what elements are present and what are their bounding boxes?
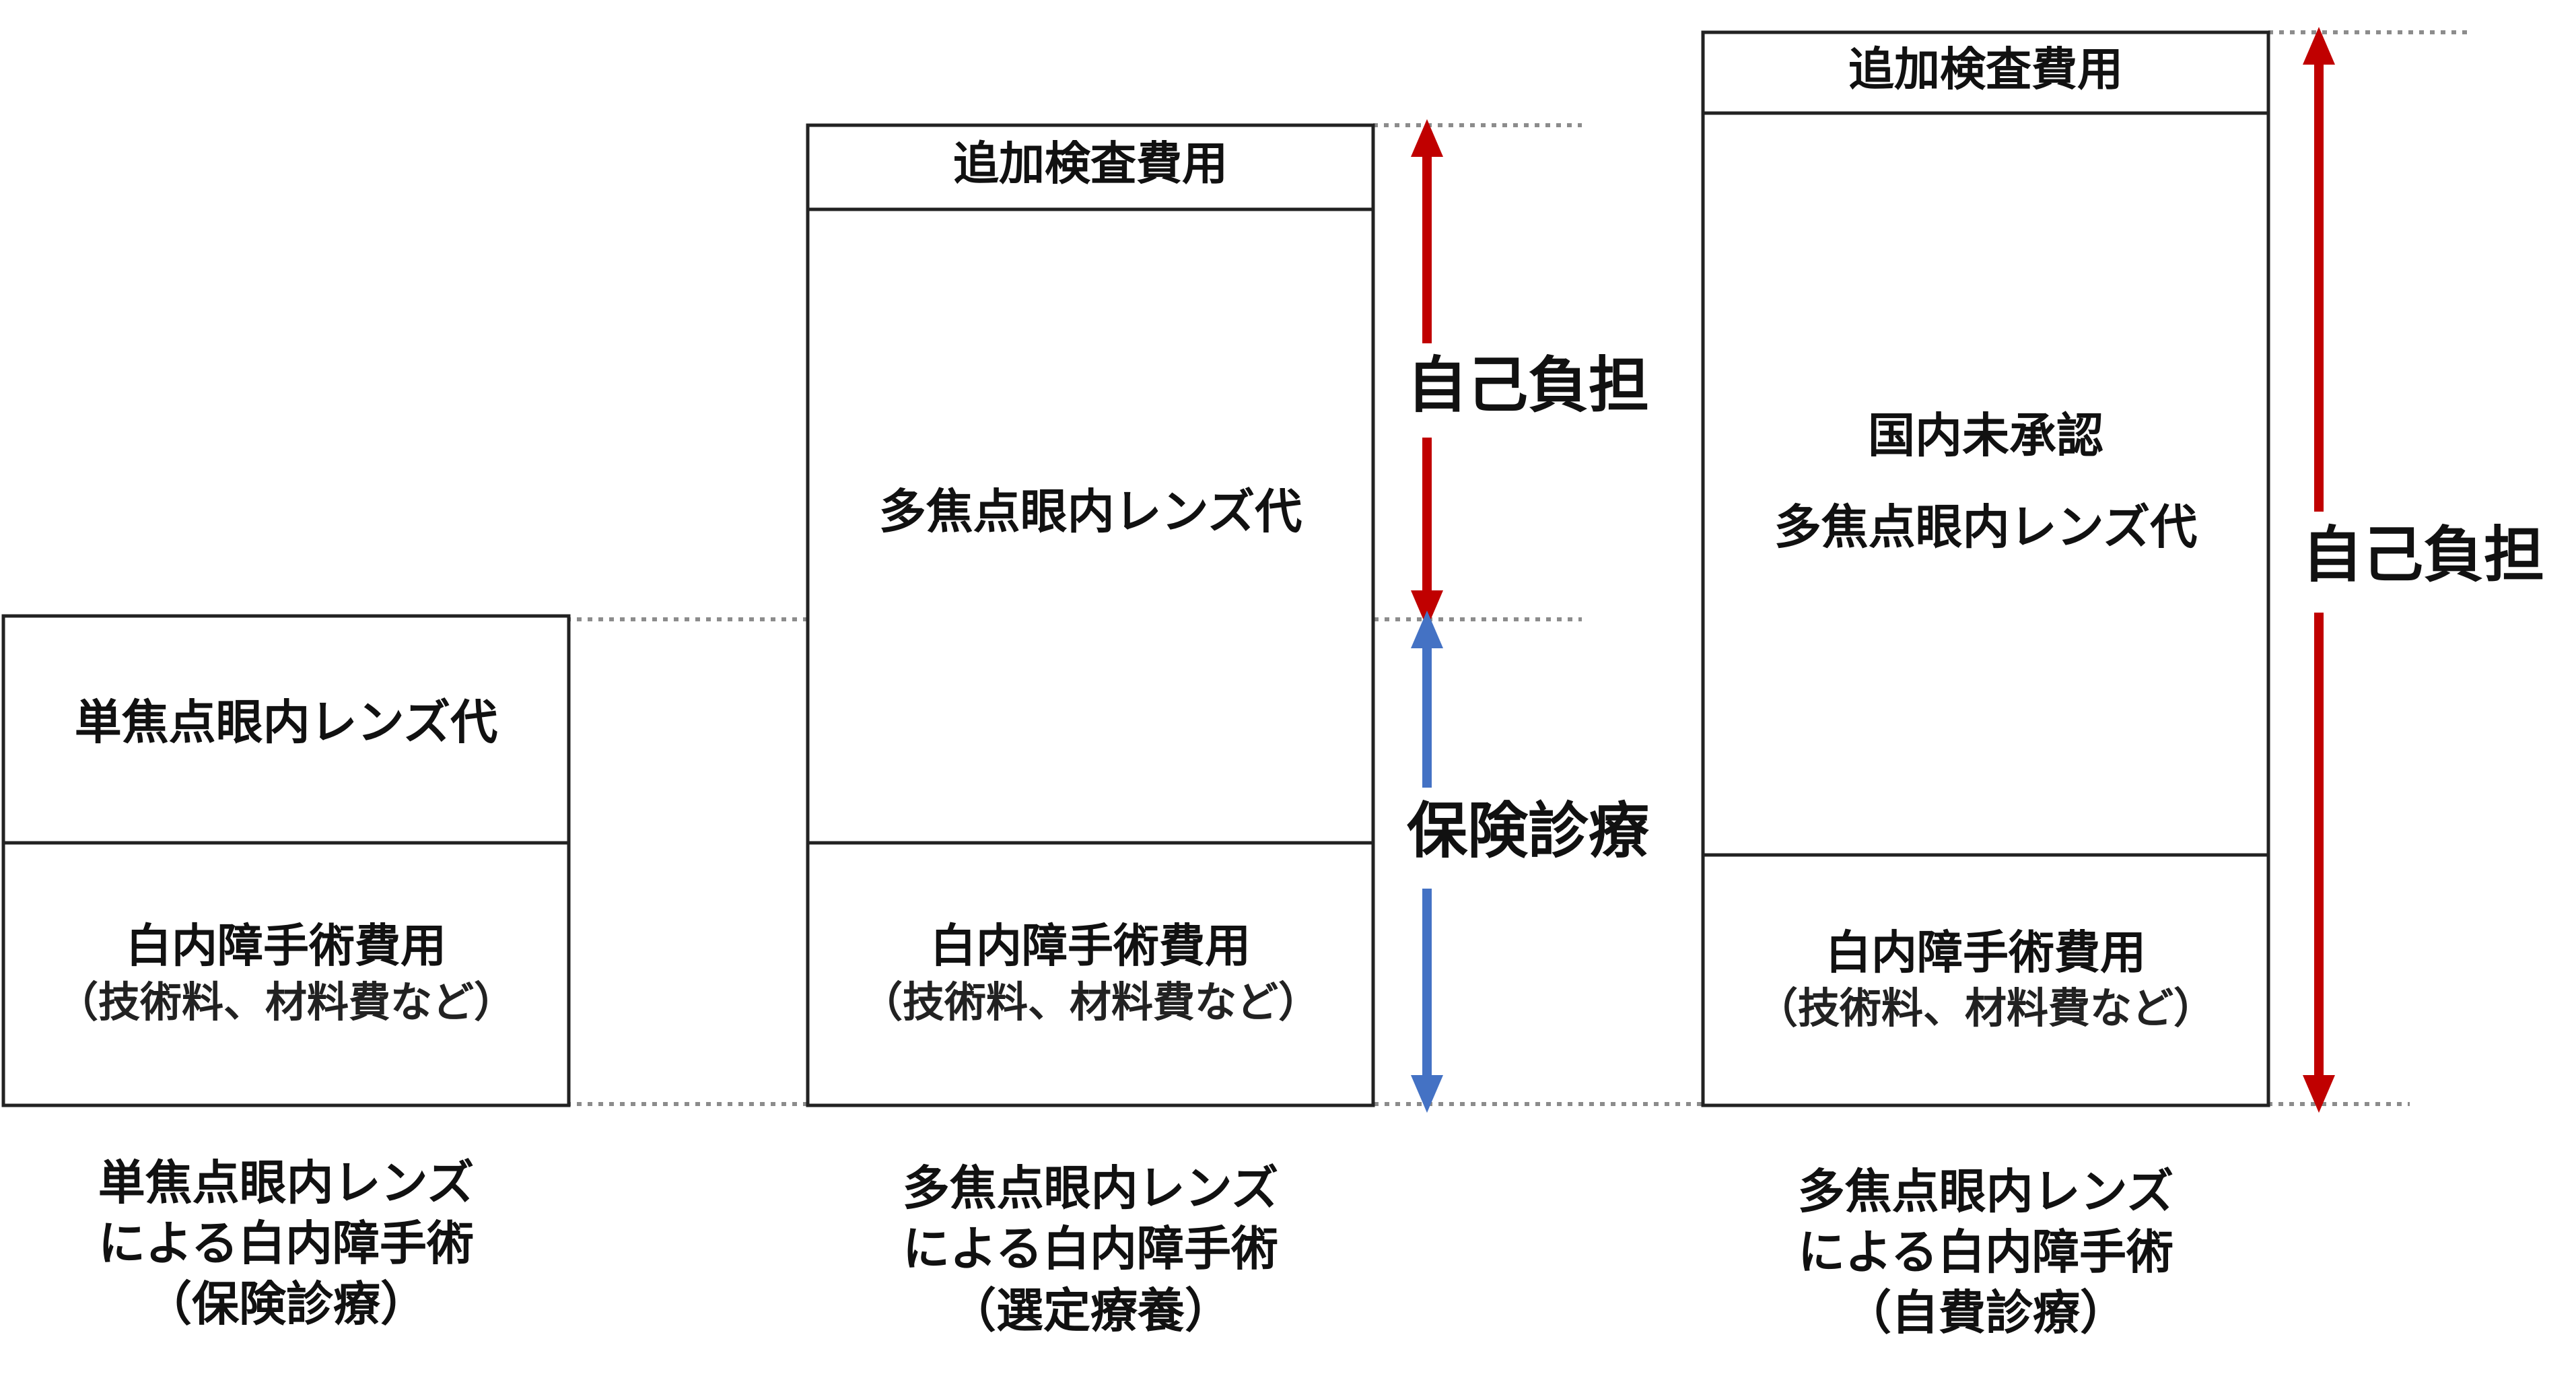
surgery-cost-detail: （技術料、材料費など） — [57, 977, 516, 1027]
unapproved-lens-label-line2: 多焦点眼内レンズ代 — [1774, 500, 2198, 555]
column-selective: 追加検査費用 多焦点眼内レンズ代 白内障手術費用 （技術料、材料費など） 多焦点… — [806, 123, 1375, 1338]
additional-exam-box — [1701, 30, 2270, 115]
multifocal-lens-cost-label: 多焦点眼内レンズ代 — [879, 484, 1302, 539]
single-lens-cost-box — [1, 614, 571, 845]
caption-line2: による白内障手術 — [98, 1216, 474, 1271]
selective-arrows: 自己負担 保険診療 — [1393, 119, 1649, 1113]
single-lens-cost-label: 単焦点眼内レンズ代 — [75, 695, 498, 750]
private-arrow: 自己負担 — [2285, 26, 2544, 1113]
self-pay-label: 自己負担 — [1407, 350, 1649, 421]
insurance-label: 保険診療 — [1407, 796, 1649, 866]
additional-exam-label: 追加検査費用 — [953, 138, 1228, 191]
additional-exam-label: 追加検査費用 — [1848, 44, 2123, 97]
full-self-pay-label: 自己負担 — [2302, 520, 2544, 590]
caption-line1: 単焦点眼内レンズ — [98, 1155, 475, 1210]
caption-type-private: （自費診療） — [1844, 1285, 2127, 1340]
surgery-cost-box — [1, 841, 571, 1107]
full-self-pay-label-bg — [2285, 512, 2353, 613]
caption-line1: 多焦点眼内レンズ — [903, 1161, 1279, 1216]
surgery-cost-label: 白内障手術費用 — [930, 920, 1251, 973]
column-insurance: 単焦点眼内レンズ代 白内障手術費用 （技術料、材料費など） 単焦点眼内レンズ に… — [1, 614, 571, 1332]
surgery-cost-detail: （技術料、材料費など） — [861, 977, 1320, 1027]
surgery-cost-label: 白内障手術費用 — [126, 920, 446, 973]
surgery-cost-box — [806, 841, 1375, 1107]
insurance-label-bg — [1393, 788, 1461, 889]
caption-line1: 多焦点眼内レンズ — [1798, 1164, 2174, 1219]
surgery-cost-box — [1701, 853, 2270, 1107]
surgery-cost-label: 白内障手術費用 — [1825, 927, 2146, 980]
caption-line2: による白内障手術 — [903, 1221, 1278, 1276]
caption-type-insurance: （保険診療） — [145, 1276, 427, 1332]
surgery-cost-detail: （技術料、材料費など） — [1756, 984, 2215, 1033]
unapproved-lens-label-line1: 国内未承認 — [1868, 408, 2103, 463]
self-pay-label-bg — [1393, 343, 1461, 438]
multifocal-lens-cost-box — [806, 207, 1375, 845]
column-private: 追加検査費用 国内未承認 多焦点眼内レンズ代 白内障手術費用 （技術料、材料費な… — [1701, 30, 2270, 1340]
caption-line2: による白内障手術 — [1798, 1225, 2173, 1280]
unapproved-lens-cost-box — [1701, 111, 2270, 857]
additional-exam-box — [806, 123, 1375, 211]
caption-type-selective: （選定療養） — [949, 1283, 1232, 1338]
